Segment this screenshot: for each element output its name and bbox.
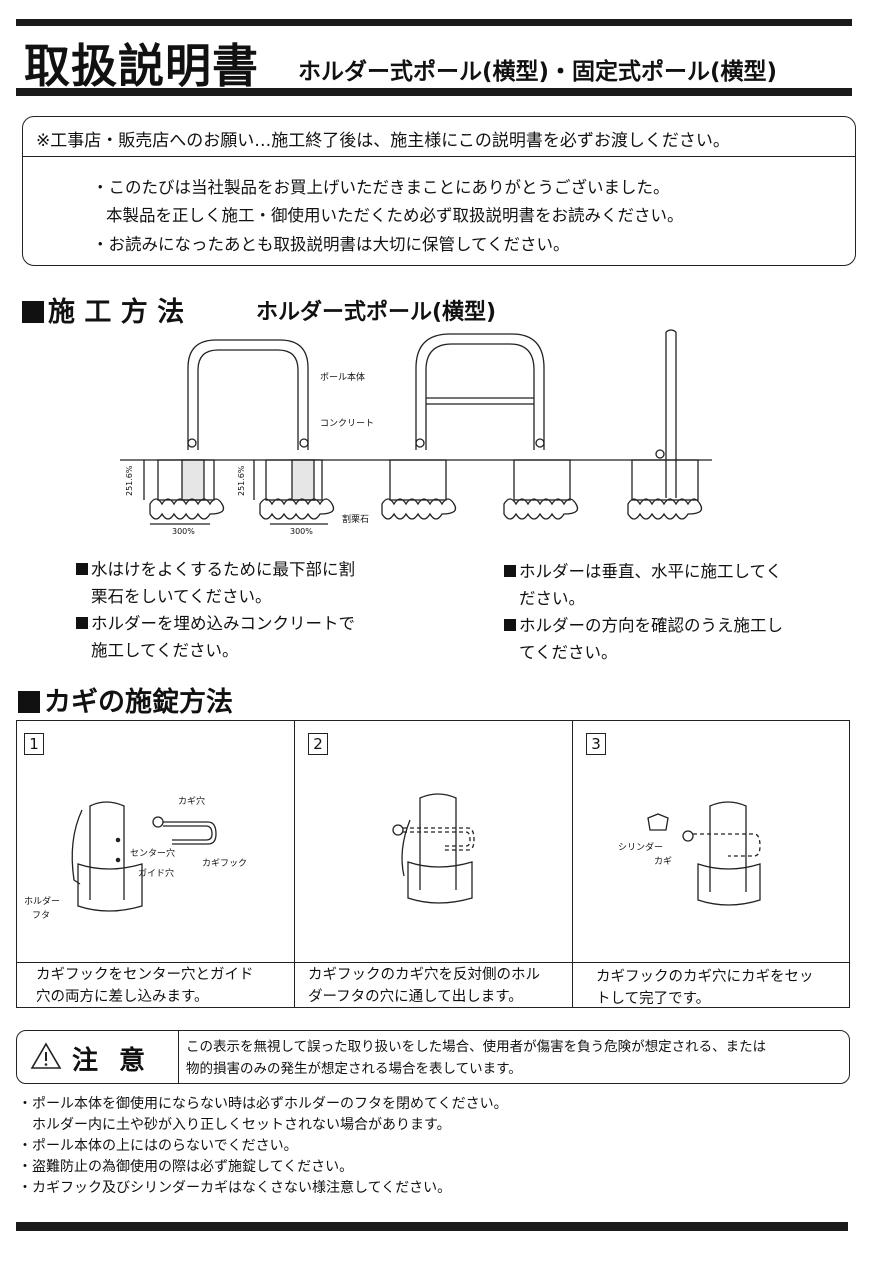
list-item: ・カギフック及びシリンダーカギはなくさない様注意してください。 — [18, 1180, 452, 1196]
lock-steps-box — [16, 720, 850, 1008]
bullet-square-icon — [504, 565, 516, 577]
label-cylinder-1: シリンダー — [618, 841, 663, 853]
heading-square-icon — [18, 691, 40, 713]
label-depth-2: 251.6% — [237, 465, 246, 496]
label-key-hole: カギ穴 — [178, 795, 205, 807]
notice-line-1: ・このたびは当社製品をお買上げいただきまことにありがとうございました。 — [92, 178, 670, 197]
note-item: ホルダーは垂直、水平に施工してく — [504, 558, 783, 585]
notice-box — [22, 116, 856, 266]
note-item: 施工してください。 — [91, 641, 239, 660]
installation-notes-right: ホルダーは垂直、水平に施工してく ださい。 ホルダーの方向を確認のうえ施工し て… — [504, 558, 783, 666]
list-item: ホルダー内に土や砂が入り正しくセットされない場合があります。 — [18, 1117, 451, 1133]
caution-divider — [178, 1030, 179, 1084]
installation-diagram: ポール本体 コンクリート 割栗石 251.6% 251.6% 300% 300% — [120, 329, 712, 536]
note-item: 栗石をしいてください。 — [91, 587, 272, 606]
notice-heading: ※工事店・販売店へのお願い…施工終了後は、施主様にこの説明書を必ずお渡しください… — [36, 131, 730, 151]
lock-heading: カギの施錠方法 — [18, 680, 233, 719]
caution-list: ・ポール本体を御使用にならない時は必ずホルダーのフタを閉めてください。 ホルダー… — [18, 1094, 508, 1199]
label-holder-lid-2: フタ — [32, 910, 50, 921]
note-item: ホルダーを埋め込みコンクリートで — [76, 610, 355, 637]
step-number-1: 1 — [24, 733, 44, 755]
label-center-hole: センター穴 — [130, 847, 175, 859]
bullet-square-icon — [504, 619, 516, 631]
label-cylinder-2: カギ — [654, 856, 672, 867]
notice-line-3: ・お読みになったあとも取扱説明書は大切に保管してください。 — [92, 235, 570, 254]
label-key-hook: カギフック — [202, 858, 247, 869]
label-gravel: 割栗石 — [342, 513, 369, 525]
label-width-2: 300% — [290, 527, 313, 536]
notice-divider — [22, 156, 856, 157]
installation-heading: 施 工 方 法 — [22, 290, 184, 329]
note-item: ホルダーの方向を確認のうえ施工し — [504, 612, 783, 639]
step-1-diagram: カギ穴 センター穴 ガイド穴 カギフック ホルダー フタ — [24, 795, 247, 921]
column-divider — [294, 720, 295, 1008]
label-guide-hole: ガイド穴 — [138, 867, 174, 879]
list-item: ・ポール本体を御使用にならない時は必ずホルダーのフタを閉めてください。 — [18, 1096, 508, 1112]
step-2-diagram — [392, 793, 475, 904]
step-3-caption: カギフックのカギ穴にカギをセットして完了です。 — [596, 969, 814, 1007]
label-holder-lid-1: ホルダー — [24, 895, 60, 907]
title-underline — [16, 88, 852, 96]
label-concrete: コンクリート — [320, 418, 374, 429]
step-number-3: 3 — [586, 733, 606, 755]
bullet-square-icon — [76, 617, 88, 629]
column-divider — [572, 720, 573, 1008]
document-subtitle: ホルダー式ポール(横型)・固定式ポール(横型) — [298, 59, 778, 85]
heading-square-icon — [22, 301, 44, 323]
installation-subheading: ホルダー式ポール(横型) — [256, 300, 497, 325]
step-1-caption: カギフックをセンター穴とガイド穴の両方に差し込みます。 — [36, 967, 254, 1005]
caution-title: 注 意 — [72, 1046, 152, 1076]
label-depth-1: 251.6% — [125, 465, 134, 496]
note-item: 水はけをよくするために最下部に割 — [76, 556, 355, 583]
caution-box — [16, 1030, 850, 1084]
warning-triangle-icon — [30, 1042, 62, 1069]
list-item: ・盗難防止の為御使用の際は必ず施錠してください。 — [18, 1159, 354, 1175]
label-pole-body: ポール本体 — [320, 371, 365, 383]
label-width-1: 300% — [172, 527, 195, 536]
bullet-square-icon — [76, 563, 88, 575]
document-title: 取扱説明書 — [24, 39, 259, 93]
caption-divider — [16, 962, 850, 963]
note-item: ださい。 — [519, 589, 585, 608]
installation-notes-left: 水はけをよくするために最下部に割 栗石をしいてください。 ホルダーを埋め込みコン… — [76, 556, 355, 664]
list-item: ・ポール本体の上にはのらないでください。 — [18, 1138, 298, 1154]
step-3-diagram: シリンダー カギ — [618, 801, 761, 906]
bottom-rule — [16, 1222, 848, 1231]
step-number-2: 2 — [308, 733, 328, 755]
notice-line-2: 本製品を正しく施工・御使用いただくため必ず取扱説明書をお読みください。 — [106, 206, 684, 225]
note-item: てください。 — [519, 643, 618, 662]
step-2-caption: カギフックのカギ穴を反対側のホルダーフタの穴に通して出します。 — [308, 967, 540, 1005]
top-rule — [16, 19, 852, 26]
caution-text: この表示を無視して誤った取り扱いをした場合、使用者が傷害を負う危険が想定される、… — [186, 1039, 767, 1077]
